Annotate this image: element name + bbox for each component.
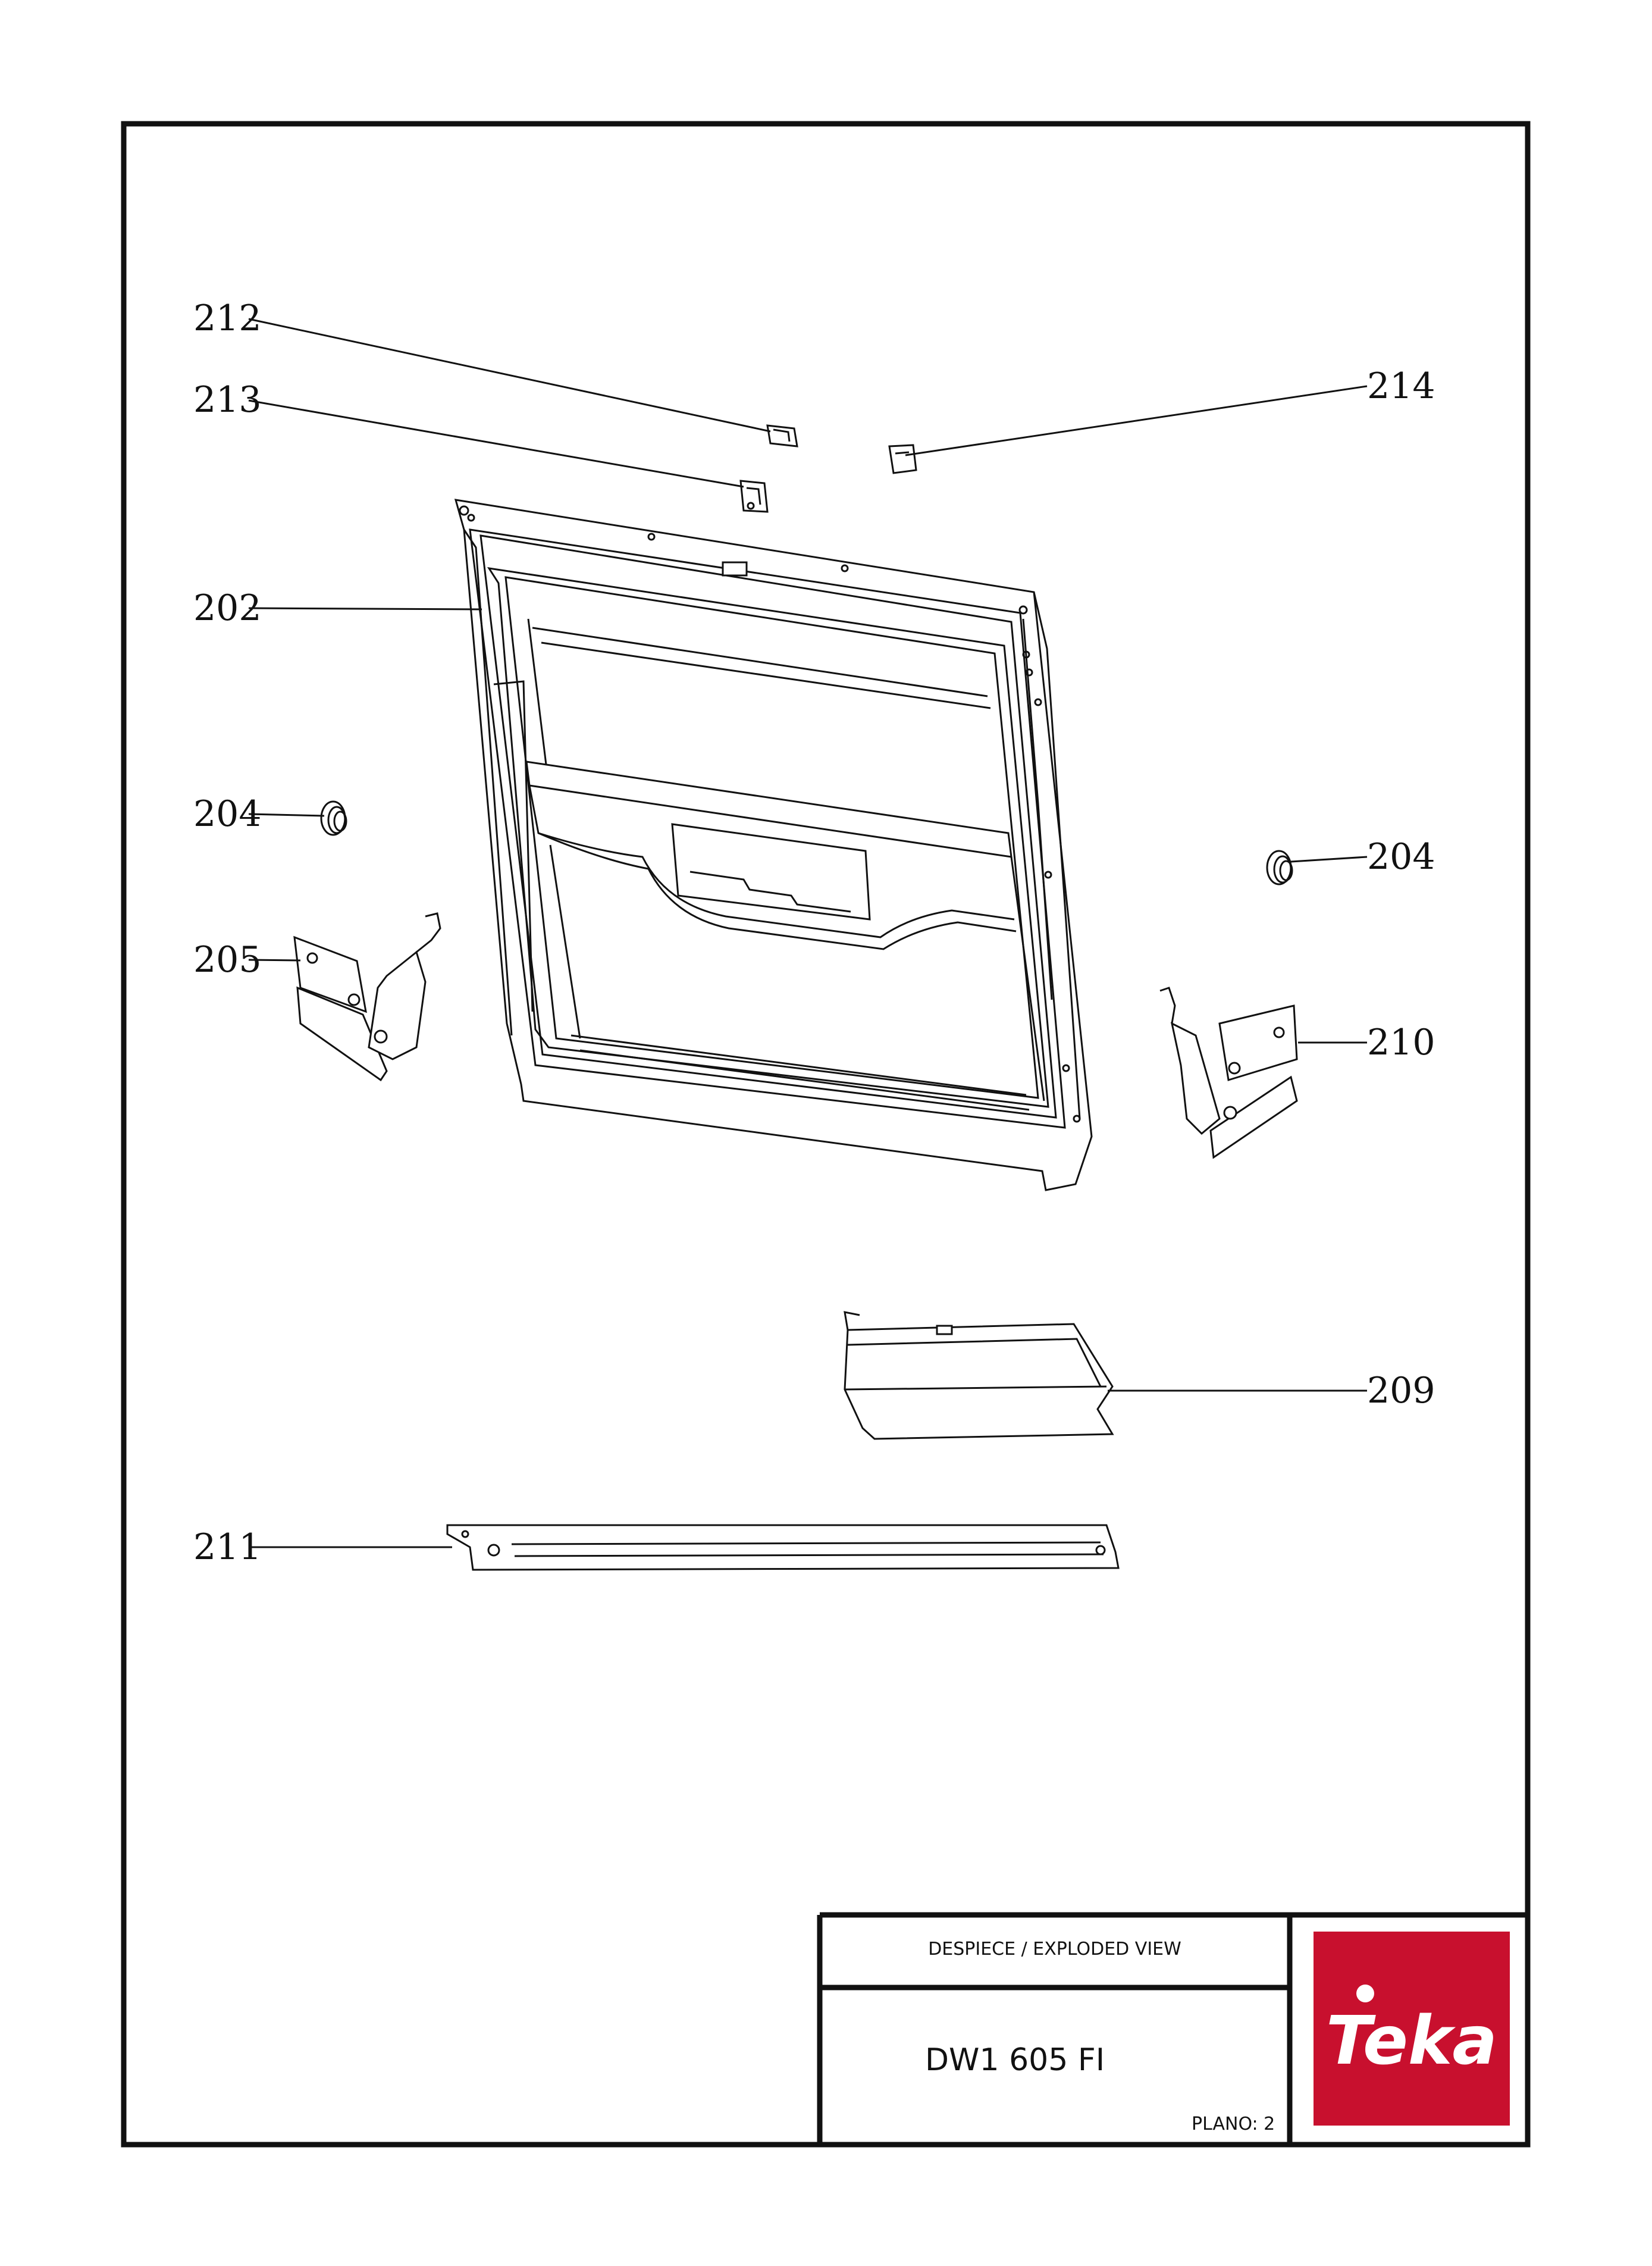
callout-204-left: 204 xyxy=(193,793,262,835)
title-block-sheet-number: PLANO: 2 xyxy=(1192,2114,1275,2134)
part-213-hook xyxy=(739,480,769,513)
callout-212: 212 xyxy=(193,298,262,339)
svg-text:Teka: Teka xyxy=(1326,2002,1497,2080)
callout-205: 205 xyxy=(193,939,262,981)
title-block-frame xyxy=(817,1912,1528,2145)
drawing-frame xyxy=(121,121,1531,2148)
part-205-hinge-left xyxy=(293,912,441,1082)
part-209-box xyxy=(844,1311,1114,1440)
callout-211: 211 xyxy=(193,1526,262,1568)
teka-logo: Teka xyxy=(1314,1932,1510,2126)
callout-209: 209 xyxy=(1367,1370,1435,1411)
part-212-clip xyxy=(766,424,798,447)
callout-214: 214 xyxy=(1367,365,1435,407)
leader-lines xyxy=(248,318,1368,1548)
part-204-spring-right xyxy=(1266,850,1293,885)
callout-204-right: 204 xyxy=(1367,836,1435,878)
callout-213: 213 xyxy=(193,379,262,421)
part-202-inner-door xyxy=(454,499,1093,1191)
part-214-latch xyxy=(888,444,917,474)
title-block-model: DW1 605 FI xyxy=(925,2042,1105,2078)
callout-210: 210 xyxy=(1367,1022,1435,1063)
part-204-spring-left xyxy=(320,800,347,836)
part-210-hinge-right xyxy=(1159,987,1298,1159)
part-211-rail xyxy=(446,1524,1120,1571)
callout-202: 202 xyxy=(193,587,262,629)
part-202-holes xyxy=(459,505,1081,1123)
title-block-header: DESPIECE / EXPLODED VIEW xyxy=(928,1939,1181,1960)
